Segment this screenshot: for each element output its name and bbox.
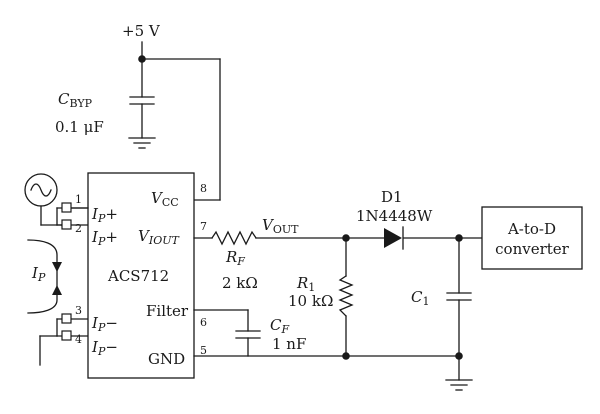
current-loop-arrows <box>27 239 62 314</box>
pin-5-number: 5 <box>200 344 207 357</box>
ground-symbol-bypass <box>128 137 156 149</box>
pin-5-label: GND <box>148 350 185 368</box>
pin-2-number: 2 <box>75 222 82 235</box>
diode-name: D1 <box>381 188 403 206</box>
filter-capacitor-symbol <box>235 330 261 339</box>
pin-2-terminal <box>61 219 72 230</box>
cf-value: 1 nF <box>272 335 306 353</box>
capacitor-c1-symbol <box>446 292 472 301</box>
resistor-rf-symbol <box>211 230 257 246</box>
r1-ground-dot <box>342 352 350 360</box>
adc-label-line2: converter <box>495 240 570 258</box>
ground-rail <box>193 355 460 381</box>
bypass-cap-value: 0.1 μF <box>55 118 104 136</box>
pin-2-label: IP+ <box>91 228 118 248</box>
svg-text:+5 V: +5 V <box>122 22 161 40</box>
ac-source-symbol <box>24 173 58 207</box>
pin-1-label: IP+ <box>91 205 118 225</box>
pin-7-label: VIOUT <box>138 227 180 247</box>
r1-value: 10 kΩ <box>288 292 333 310</box>
pin-6-number: 6 <box>200 316 207 329</box>
filter-wires <box>193 309 249 357</box>
adc-label-line1: A-to-D <box>507 220 556 238</box>
ground-symbol-main <box>445 379 473 391</box>
rf-value: 2 kΩ <box>222 274 258 292</box>
pin-1-terminal <box>61 202 72 213</box>
pin-4-terminal <box>61 330 72 341</box>
current-label: IP <box>31 264 46 284</box>
diode-d1-symbol <box>384 226 404 250</box>
pin-1-number: 1 <box>75 193 82 206</box>
cf-name: CF <box>270 316 289 336</box>
pin-3-terminal <box>61 313 72 324</box>
rf-name: RF <box>225 248 245 268</box>
pin-7-number: 7 <box>200 220 207 233</box>
adc-box <box>481 206 583 270</box>
c1-name: C1 <box>411 288 429 308</box>
resistor-r1-symbol <box>338 275 354 317</box>
acs712-chip <box>87 172 195 379</box>
diode-part: 1N4448W <box>356 207 433 225</box>
ic-name: ACS712 <box>107 267 169 285</box>
pin-8-number: 8 <box>200 182 207 195</box>
pin-6-label: Filter <box>146 302 189 320</box>
r1-name: R1 <box>296 274 315 294</box>
supply-wires <box>141 41 221 201</box>
bypass-capacitor-symbol <box>129 96 155 105</box>
pin-4-label: IP− <box>91 338 118 358</box>
supply-label: +5 V <box>122 22 161 40</box>
vout-label: VOUT <box>262 216 299 236</box>
bypass-cap-name: CBYP <box>58 90 93 110</box>
supply-junction-dot <box>138 55 146 63</box>
pin-3-number: 3 <box>75 304 82 317</box>
pin-3-label: IP− <box>91 314 118 334</box>
pin-8-label: VCC <box>151 189 179 209</box>
pin-4-number: 4 <box>75 333 82 346</box>
